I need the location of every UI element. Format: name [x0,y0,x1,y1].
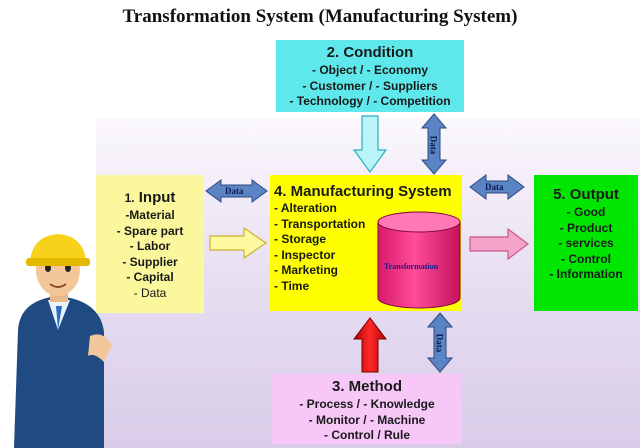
method-line: - Monitor / - Machine [308,412,426,427]
input-line: - Supplier [122,254,178,269]
data-label-manufacturing-method: Data [434,333,445,353]
arrow-method-to-manufacturing [352,317,388,373]
condition-line: - Customer / - Suppliers [302,78,438,93]
output-box: 5. Output - Good - Product - services - … [534,175,638,311]
data-arrow-input-manufacturing [205,179,268,203]
input-line: - Labor [129,239,171,253]
input-line: - Capital [126,270,174,284]
manufacturing-line: - Transportation [274,216,366,231]
manufacturing-line: - Inspector [274,247,336,262]
data-label-manufacturing-output: Data [485,182,504,192]
condition-box: 2. Condition - Object / - Economy - Cust… [276,40,464,112]
method-line: - Control / Rule [324,428,410,442]
manufacturing-line: - Alteration [274,201,337,215]
manufacturing-line: - Storage [274,232,327,247]
input-box: 1. Input -Material - Spare part - Labor … [96,175,204,313]
input-line: - Data [133,285,167,300]
worker-illustration [14,234,112,448]
output-line: - Information [549,267,623,281]
data-arrow-manufacturing-output [469,174,525,200]
data-arrow-condition-manufacturing [420,113,448,175]
condition-line: - Object / - Economy [311,63,428,77]
condition-line: - Technology / - Competition [289,94,451,108]
arrow-condition-to-manufacturing [352,115,388,174]
diagram-title: Transformation System (Manufacturing Sys… [122,6,518,27]
data-label-input-manufacturing: Data [225,186,244,196]
data-arrow-manufacturing-method [426,312,454,373]
output-line: - Control [561,251,611,266]
output-line: - Good [566,205,606,219]
output-line: - services [558,236,614,250]
input-line: - Spare part [116,223,184,238]
arrow-input-to-manufacturing [209,226,268,260]
arrow-manufacturing-to-output [469,227,529,261]
condition-heading: 2. Condition [326,44,414,61]
manufacturing-heading: 4. Manufacturing System [274,183,452,200]
input-heading-number: 1. [124,191,135,205]
method-heading: 3. Method [332,378,402,395]
input-line: -Material [125,208,175,222]
cylinder-label: Transformation [384,262,439,271]
manufacturing-line: - Time [274,278,310,293]
manufacturing-line: - Marketing [274,263,339,278]
transformation-cylinder [377,211,461,309]
method-line: - Process / - Knowledge [299,397,435,411]
input-heading-text: Input [138,189,176,206]
output-heading: 5. Output [553,186,619,203]
output-line: - Product [559,220,613,235]
input-heading: 1. Input [96,189,204,206]
method-box: 3. Method - Process / - Knowledge - Moni… [272,374,462,444]
data-label-condition-manufacturing: Data [428,135,439,155]
